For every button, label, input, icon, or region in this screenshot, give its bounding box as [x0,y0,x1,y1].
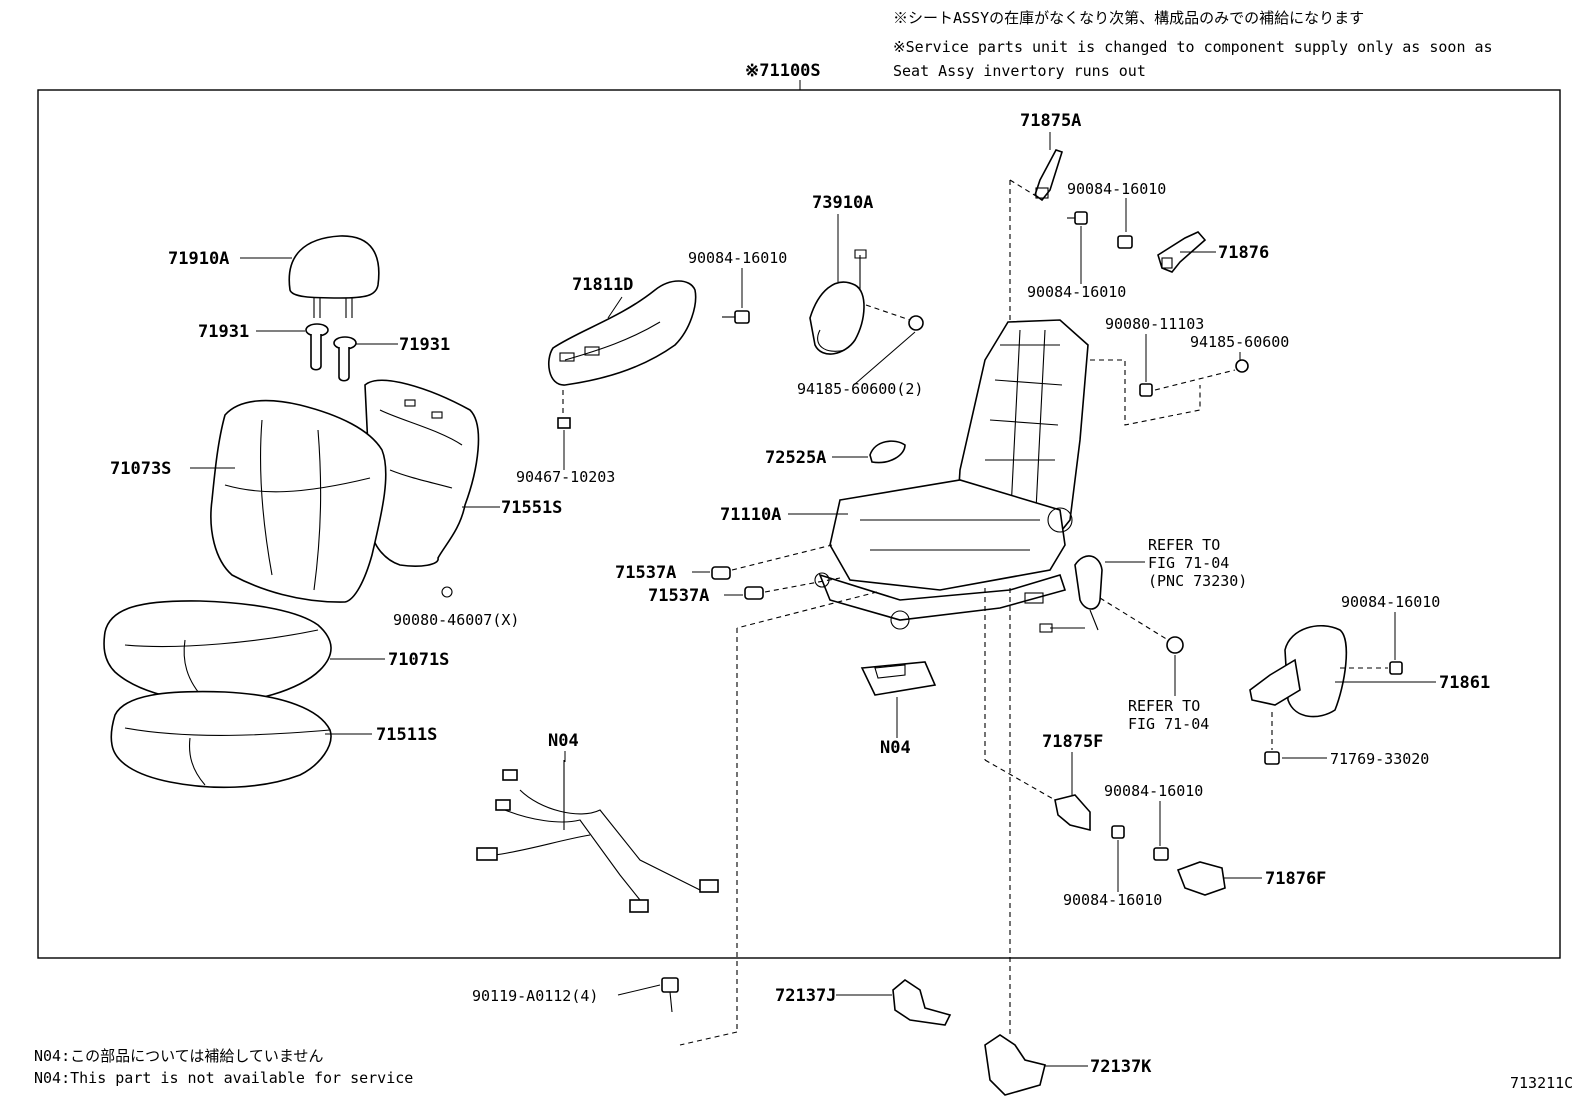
label-71073S: 71073S [110,459,171,479]
cover-72137J-icon [892,979,952,1026]
supply-note-en-1: ※Service parts unit is changed to compon… [893,38,1493,56]
label-90084-16010-a: 90084-16010 [1067,180,1166,198]
hog-ring-icon [441,586,453,598]
figure-id: 713211C [1510,1074,1573,1092]
label-71861: 71861 [1439,673,1490,693]
label-72525A: 72525A [765,448,826,468]
bracket-71875A-icon [1034,149,1063,202]
label-71876F: 71876F [1265,869,1326,889]
label-90080-11103: 90080-11103 [1105,315,1204,333]
headrest-support-left-icon [305,323,329,371]
label-90119-A0112: 90119-A0112(4) [472,987,598,1005]
supply-note-en-2: Seat Assy invertory runs out [893,62,1146,80]
label-71931-right: 71931 [399,335,450,355]
assy-code-label: ※71100S [745,61,821,81]
label-94185-60600-2: 94185-60600(2) [797,380,923,398]
label-72137K: 72137K [1090,1057,1152,1077]
bolt-90084-71861-icon [1389,661,1403,675]
seat-cushion-pad-icon [110,690,332,789]
label-n04-harness: N04 [548,731,579,751]
label-n04-box: N04 [880,738,911,758]
label-90084-16010-c: 90084-16010 [688,249,787,267]
bolt-90084-bracket-b-icon [1117,235,1133,249]
label-71551S: 71551S [501,498,562,518]
nut-94185-right-icon [1235,359,1249,373]
bracket-71875F-icon [1054,794,1091,832]
nut-94185-icon [908,315,924,331]
label-90084-16010-f: 90084-16010 [1063,891,1162,909]
label-71931-left: 71931 [198,322,249,342]
bolt-90084-upper-icon [722,310,750,324]
cap-71537A-upper-icon [711,566,731,580]
label-71875A: 71875A [1020,111,1081,131]
seat-side-shield-icon [547,280,697,386]
cover-72525A-icon [869,440,906,464]
cover-72137K-icon [984,1034,1046,1096]
label-71511S: 71511S [376,725,437,745]
cap-71537A-lower-icon [744,586,764,600]
shield-71861-icon [1249,625,1348,718]
supply-note-jp: ※シートASSYの在庫がなくなり次第、構成品のみでの補給になります [893,9,1364,27]
headrest-support-right-icon [333,336,357,382]
seat-frame-icon [814,319,1089,630]
airbag-module-icon [809,249,867,355]
label-71537A-upper: 71537A [615,563,676,583]
nut-refer2-icon [1166,636,1184,654]
label-72137J: 72137J [775,986,836,1006]
label-94185-60600: 94185-60600 [1190,333,1289,351]
headrest-icon [288,235,380,318]
seatback-cover-icon [210,399,387,603]
bracket-71876F-icon [1176,861,1226,896]
n04-note-jp: N04:この部品については補給していません [34,1047,323,1065]
bolt-90084-71875F-b-icon [1153,847,1169,861]
refer2-line1: REFER TO [1128,697,1200,715]
label-71110A: 71110A [720,505,781,525]
n04-ecu-box-icon [860,661,937,696]
label-90467-10203: 90467-10203 [516,468,615,486]
seat-cushion-cover-icon [103,600,332,704]
clip-90467-icon [557,417,571,429]
seatbelt-buckle-icon [1039,555,1103,633]
refer1-line1: REFER TO [1148,536,1220,554]
bolt-90084-bracket-a-icon [1067,211,1088,225]
assy-frame [37,89,1561,959]
refer2-line2: FIG 71-04 [1128,715,1209,733]
label-73910A: 73910A [812,193,873,213]
label-90084-16010-b: 90084-16010 [1027,283,1126,301]
label-90080-46007: 90080-46007(X) [393,611,519,629]
bolt-90084-71875F-a-icon [1111,825,1125,839]
n04-note-en: N04:This part is not available for servi… [34,1069,413,1087]
label-71811D: 71811D [572,275,633,295]
label-71071S: 71071S [388,650,449,670]
n04-wire-harness-icon [476,760,719,913]
label-90084-16010-d: 90084-16010 [1341,593,1440,611]
bolt-90119-icon [661,977,679,1013]
label-71876: 71876 [1218,243,1269,263]
seatback-pad-icon [364,379,480,567]
label-71769-33020: 71769-33020 [1330,750,1429,768]
refer1-line3: (PNC 73230) [1148,572,1247,590]
refer1-line2: FIG 71-04 [1148,554,1229,572]
label-71875F: 71875F [1042,732,1103,752]
bolt-90080-11103-icon [1139,383,1153,397]
screw-71769-icon [1264,751,1280,765]
label-71910A: 71910A [168,249,229,269]
label-71537A-lower: 71537A [648,586,709,606]
label-90084-16010-e: 90084-16010 [1104,782,1203,800]
